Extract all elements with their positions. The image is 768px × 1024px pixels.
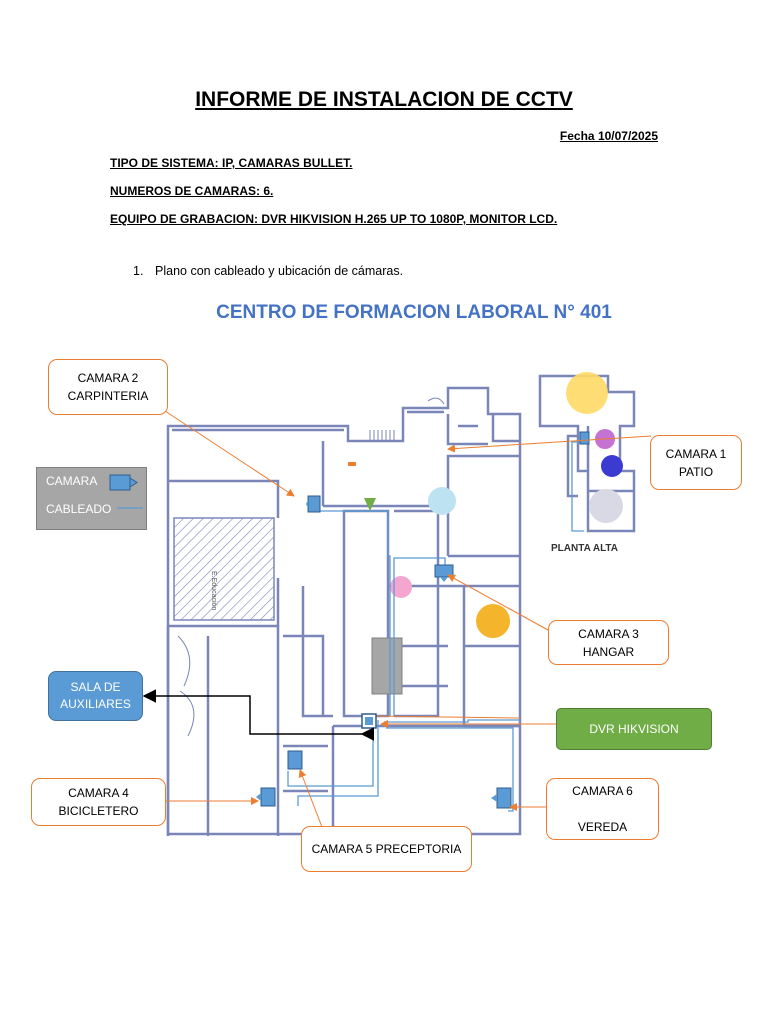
callout-camera-2: CAMARA 2 CARPINTERIA bbox=[48, 359, 168, 415]
callout-camera-3-text: CAMARA 3 HANGAR bbox=[578, 626, 639, 659]
legend-camera-label: CAMARA bbox=[46, 474, 98, 488]
marker-purple bbox=[595, 429, 615, 449]
report-date: Fecha 10/07/2025 bbox=[559, 129, 658, 143]
plan-heading: CENTRO DE FORMACION LABORAL N° 401 bbox=[216, 302, 612, 323]
list-item-text: Plano con cableado y ubicación de cámara… bbox=[155, 264, 404, 278]
dvr-hikvision-box: DVR HIKVISION bbox=[556, 708, 712, 750]
marker-yellow-top bbox=[566, 372, 608, 414]
callout-camera-6: CAMARA 6 VEREDA bbox=[546, 778, 659, 840]
callout-camera-1: CAMARA 1 PATIO bbox=[650, 435, 742, 490]
sala-auxiliares-box: SALA DE AUXILIARES bbox=[48, 671, 143, 721]
floor-plan: CENTRO DE FORMACION LABORAL N° 401 bbox=[148, 296, 642, 838]
floor-label: PLANTA ALTA bbox=[551, 543, 618, 554]
dvr-icon bbox=[361, 713, 377, 729]
list-item: 1. Plano con cableado y ubicación de cáma… bbox=[133, 264, 403, 278]
hatched-room bbox=[173, 517, 275, 621]
floor-plan-drawing: CENTRO DE FORMACION LABORAL N° 401 bbox=[166, 302, 636, 836]
callout-camera-6-text: CAMARA 6 VEREDA bbox=[572, 784, 633, 834]
sala-auxiliares-text: SALA DE AUXILIARES bbox=[60, 680, 131, 711]
orange-marker bbox=[348, 462, 356, 466]
camera-count: NUMEROS DE CAMARAS: 6. bbox=[110, 184, 274, 198]
cable-line-icon bbox=[117, 507, 143, 509]
legend-box: CAMARA CABLEADO bbox=[36, 467, 147, 530]
green-marker bbox=[364, 498, 376, 511]
callout-camera-2-text: CAMARA 2 CARPINTERIA bbox=[67, 371, 149, 403]
marker-blue bbox=[601, 455, 623, 477]
recording-equipment: EQUIPO DE GRABACION: DVR HIKVISION H.265… bbox=[110, 212, 558, 226]
callout-camera-5: CAMARA 5 PRECEPTORIA bbox=[301, 826, 472, 872]
camera-6-icon bbox=[491, 787, 512, 809]
marker-gray bbox=[589, 489, 623, 523]
camera-2-icon bbox=[306, 495, 321, 513]
camera-3-icon bbox=[434, 564, 454, 582]
list-number: 1. bbox=[133, 264, 144, 278]
callout-camera-3: CAMARA 3 HANGAR bbox=[548, 620, 669, 665]
equipment-block bbox=[371, 637, 403, 695]
legend-cable-label: CABLEADO bbox=[46, 502, 112, 516]
camera-icons bbox=[256, 431, 590, 809]
callout-camera-4: CAMARA 4 BICICLETERO bbox=[31, 778, 166, 826]
camera-5-icon bbox=[287, 750, 303, 770]
callout-camera-5-text: CAMARA 5 PRECEPTORIA bbox=[311, 842, 462, 856]
dvr-cable bbox=[375, 715, 521, 719]
camera-icon bbox=[109, 474, 138, 491]
hatched-room-gap bbox=[276, 518, 281, 578]
callout-camera-4-text: CAMARA 4 BICICLETERO bbox=[58, 786, 139, 818]
camera-1-icon bbox=[579, 431, 590, 445]
camera-4-icon bbox=[256, 787, 276, 807]
marker-orange bbox=[476, 604, 510, 638]
document-title: INFORME DE INSTALACION DE CCTV bbox=[195, 88, 573, 111]
marker-pink bbox=[390, 576, 412, 598]
dvr-hikvision-text: DVR HIKVISION bbox=[589, 722, 679, 736]
room-label: E.Educación bbox=[210, 571, 217, 610]
marker-light-blue bbox=[428, 487, 456, 515]
system-type: TIPO DE SISTEMA: IP, CAMARAS BULLET. bbox=[110, 156, 353, 170]
callout-camera-1-text: CAMARA 1 PATIO bbox=[665, 446, 727, 479]
